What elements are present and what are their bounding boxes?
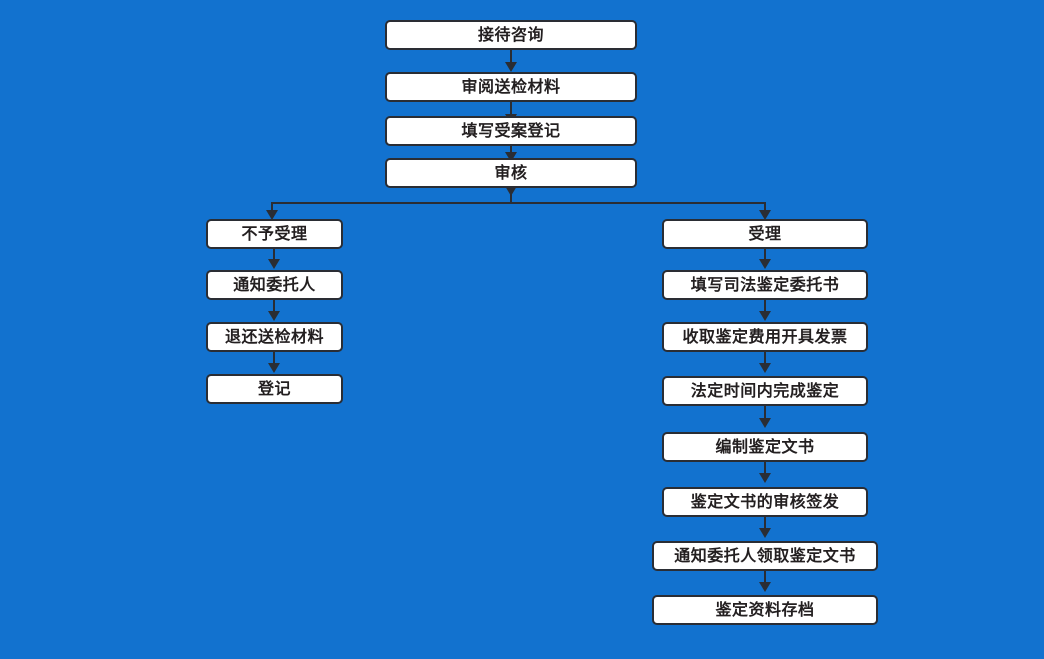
flow-node-shouli[interactable]: 受理 [662, 219, 868, 249]
connector-r6-r7 [764, 517, 766, 531]
arrow-head-r3-r4 [759, 363, 771, 373]
arrow-head-n1-n2 [505, 62, 517, 72]
arrow-head-r7-r8 [759, 582, 771, 592]
arrow-head-l2-l3 [268, 311, 280, 321]
arrow-head-n3-n4 [505, 152, 517, 162]
flow-node-buyu-shouli[interactable]: 不予受理 [206, 219, 343, 249]
connector-r5-r6 [764, 462, 766, 476]
flow-node-jiedai-zixun[interactable]: 接待咨询 [385, 20, 637, 50]
connector-shenhe-to-junction [510, 188, 512, 204]
arrow-head-r1-r2 [759, 259, 771, 269]
flow-node-jianding-wenshu-shenhe-qianfa[interactable]: 鉴定文书的审核签发 [662, 487, 868, 517]
flow-node-shenhe[interactable]: 审核 [385, 158, 637, 188]
connector-n1-n2 [510, 50, 512, 64]
arrow-head-r5-r6 [759, 473, 771, 483]
arrow-head-right-branch [759, 210, 771, 220]
arrow-head-r4-r5 [759, 418, 771, 428]
arrow-head-r6-r7 [759, 528, 771, 538]
connector-branch-bus [272, 202, 766, 204]
connector-r7-r8 [764, 571, 766, 585]
arrow-head-shenhe-down [505, 186, 517, 196]
flow-node-fading-shijian-nei-wancheng-jianding[interactable]: 法定时间内完成鉴定 [662, 376, 868, 406]
connector-r4-r5 [764, 406, 766, 422]
connector-r2-r3 [764, 300, 766, 314]
connector-r1-r2 [764, 249, 766, 263]
flow-node-tianxie-sifa-jianding-weituoshu[interactable]: 填写司法鉴定委托书 [662, 270, 868, 300]
connector-l1-l2 [273, 249, 275, 263]
flow-node-shouqu-jianding-feiyong-kaiju-fapiao[interactable]: 收取鉴定费用开具发票 [662, 322, 868, 352]
flow-node-tianxie-shouan-dengji[interactable]: 填写受案登记 [385, 116, 637, 146]
arrow-head-l1-l2 [268, 259, 280, 269]
flow-node-bianzhi-jianding-wenshu[interactable]: 编制鉴定文书 [662, 432, 868, 462]
arrow-head-r2-r3 [759, 311, 771, 321]
flow-node-tongzhi-weituoren[interactable]: 通知委托人 [206, 270, 343, 300]
flow-node-shenyue-songjian-cailiao[interactable]: 审阅送检材料 [385, 72, 637, 102]
flow-node-jianding-ziliao-cundang[interactable]: 鉴定资料存档 [652, 595, 878, 625]
flow-node-dengji[interactable]: 登记 [206, 374, 343, 404]
arrow-head-l3-l4 [268, 363, 280, 373]
flow-node-tuihuan-songjian-cailiao[interactable]: 退还送检材料 [206, 322, 343, 352]
flow-node-tongzhi-weituoren-lingqu-jianding-wenshu[interactable]: 通知委托人领取鉴定文书 [652, 541, 878, 571]
connector-l2-l3 [273, 300, 275, 314]
arrow-head-left-branch [266, 210, 278, 220]
connector-n3-n4 [510, 146, 512, 156]
connector-r3-r4 [764, 352, 766, 366]
connector-l3-l4 [273, 352, 275, 366]
connector-n2-n3 [510, 102, 512, 116]
